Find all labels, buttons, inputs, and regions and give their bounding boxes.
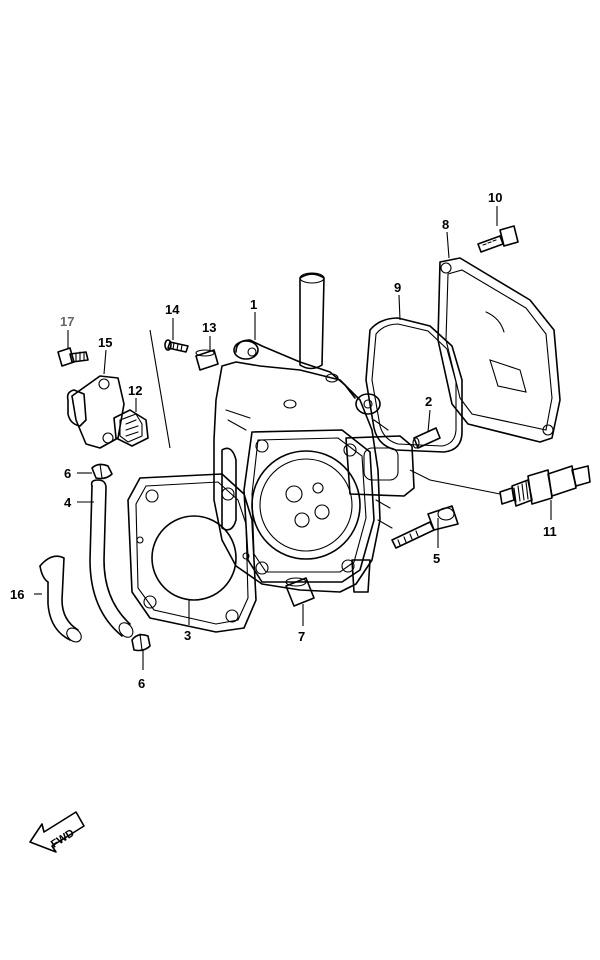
dowel-13	[195, 349, 219, 371]
thermostat	[113, 409, 149, 447]
bolt-17	[57, 347, 89, 367]
callout-1: 1	[250, 297, 257, 312]
clamp-lower	[131, 633, 151, 652]
callout-14: 14	[165, 302, 180, 317]
callout-6-upper: 6	[64, 466, 71, 481]
callout-6-lower: 6	[138, 676, 145, 691]
spark-plug	[499, 465, 591, 507]
bolt-10	[477, 225, 519, 253]
head-cover	[437, 257, 561, 443]
callout-4: 4	[64, 495, 72, 510]
bolt-14	[164, 339, 189, 353]
hose-4	[89, 479, 134, 638]
callout-8: 8	[442, 217, 449, 232]
callout-9: 9	[394, 280, 401, 295]
callout-12: 12	[128, 383, 142, 398]
callout-16: 16	[10, 587, 24, 602]
callout-labels: 1 2 3 4 5 6 6 7 8 9 10 11 12 13 14 15 16…	[10, 190, 557, 691]
callout-2: 2	[425, 394, 432, 409]
dowel-7	[285, 577, 315, 607]
callout-15: 15	[98, 335, 112, 350]
callout-10: 10	[488, 190, 502, 205]
fwd-arrow: FWD	[29, 811, 85, 853]
callout-11: 11	[543, 524, 557, 539]
dowel-pin-2	[412, 427, 441, 449]
rear-gasket	[365, 317, 463, 453]
thermostat-cover	[66, 375, 125, 449]
fwd-label: FWD	[49, 827, 77, 850]
callout-5: 5	[433, 551, 440, 566]
leader-lines	[34, 206, 552, 670]
callout-3: 3	[184, 628, 191, 643]
clamp-upper	[91, 463, 113, 480]
hose-16	[39, 555, 82, 643]
callout-17: 17	[60, 314, 74, 329]
head-gasket	[127, 473, 257, 633]
callout-7: 7	[298, 629, 305, 644]
stud-bolt-5	[391, 505, 459, 549]
callout-13: 13	[202, 320, 216, 335]
